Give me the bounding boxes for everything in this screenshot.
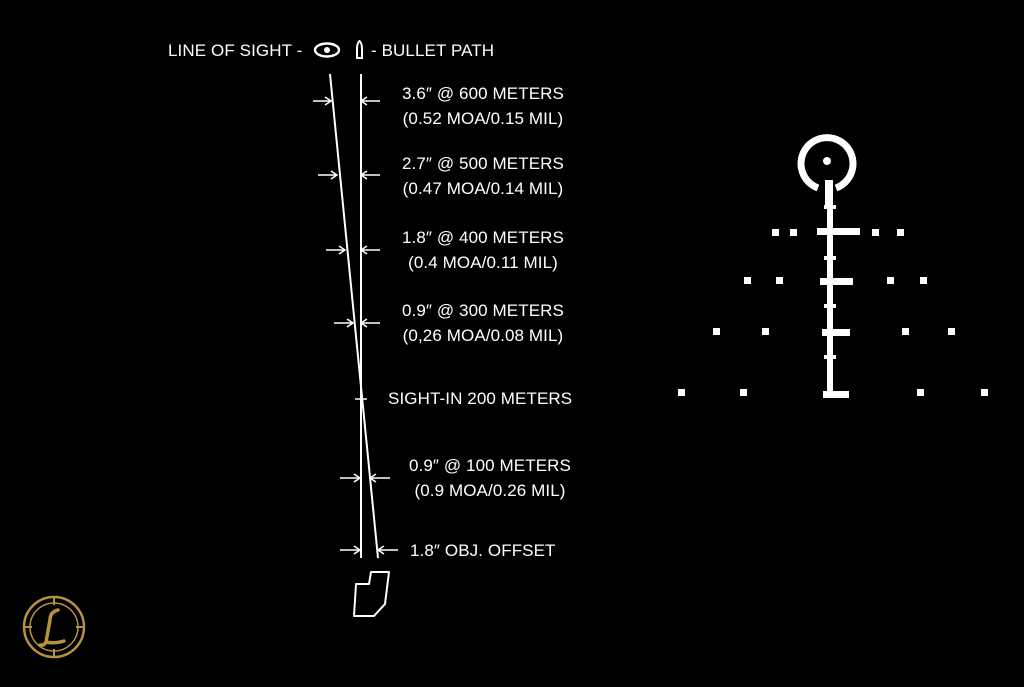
annotation-100m-angle: (0.9 MOA/0.26 MIL) (414, 481, 566, 500)
annotation-600m-angle: (0.52 MOA/0.15 MIL) (402, 109, 564, 128)
annotation-500m-angle: (0.47 MOA/0.14 MIL) (402, 179, 564, 198)
bullet-path-label: - BULLET PATH (371, 41, 495, 60)
arrow-pair-100m (340, 473, 390, 483)
eye-icon (313, 42, 341, 58)
bullet-icon (356, 39, 363, 59)
arrow-pair-300m (334, 318, 380, 328)
arrow-pair-500m (318, 170, 380, 180)
annotation-500m-distance: 2.7″ @ 500 METERS (402, 154, 564, 173)
annotation-400m-angle: (0.4 MOA/0.11 MIL) (408, 253, 558, 272)
annotation-sight-in: SIGHT-IN 200 METERS (388, 389, 573, 408)
arrow-pair-400m (326, 245, 380, 255)
annotation-300m-distance: 0.9″ @ 300 METERS (402, 301, 564, 320)
bullet-path (329, 73, 379, 559)
line-of-sight-label: LINE OF SIGHT - (168, 41, 303, 60)
rifle-outline-icon (353, 571, 390, 617)
annotation-400m-distance: 1.8″ @ 400 METERS (402, 228, 564, 247)
annotation-100m-distance: 0.9″ @ 100 METERS (409, 456, 571, 475)
arrow-pair-offset (340, 545, 398, 555)
crosshair-reticle-icon (678, 134, 988, 398)
annotation-obj-offset: 1.8″ OBJ. OFFSET (410, 541, 556, 560)
leupold-logo-icon (22, 595, 86, 659)
annotation-600m-distance: 3.6″ @ 600 METERS (402, 84, 564, 103)
annotation-300m-angle: (0,26 MOA/0.08 MIL) (402, 326, 564, 345)
arrow-pair-600m (313, 96, 380, 106)
